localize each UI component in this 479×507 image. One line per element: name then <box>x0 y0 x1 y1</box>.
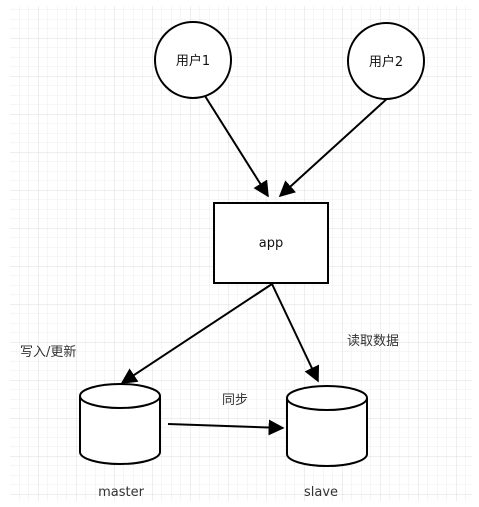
user1-label: 用户1 <box>176 53 210 69</box>
app-label: app <box>259 236 283 251</box>
slave-database-icon <box>286 385 368 467</box>
user2-node: 用户2 <box>347 22 425 100</box>
user2-label: 用户2 <box>369 54 403 70</box>
edge-app-master <box>120 283 273 384</box>
edge-master-slave <box>167 419 285 436</box>
read-data-label: 读取数据 <box>347 334 399 349</box>
sync-label: 同步 <box>222 393 248 408</box>
user1-node: 用户1 <box>154 21 232 99</box>
master-database-icon <box>79 383 161 465</box>
edge-user2-app <box>278 95 391 198</box>
app-node: app <box>213 202 329 284</box>
edge-user1-app <box>204 95 269 198</box>
write-update-label: 写入/更新 <box>20 344 76 360</box>
slave-label: slave <box>304 485 338 500</box>
master-label: master <box>98 485 144 500</box>
edge-app-slave <box>271 283 320 383</box>
